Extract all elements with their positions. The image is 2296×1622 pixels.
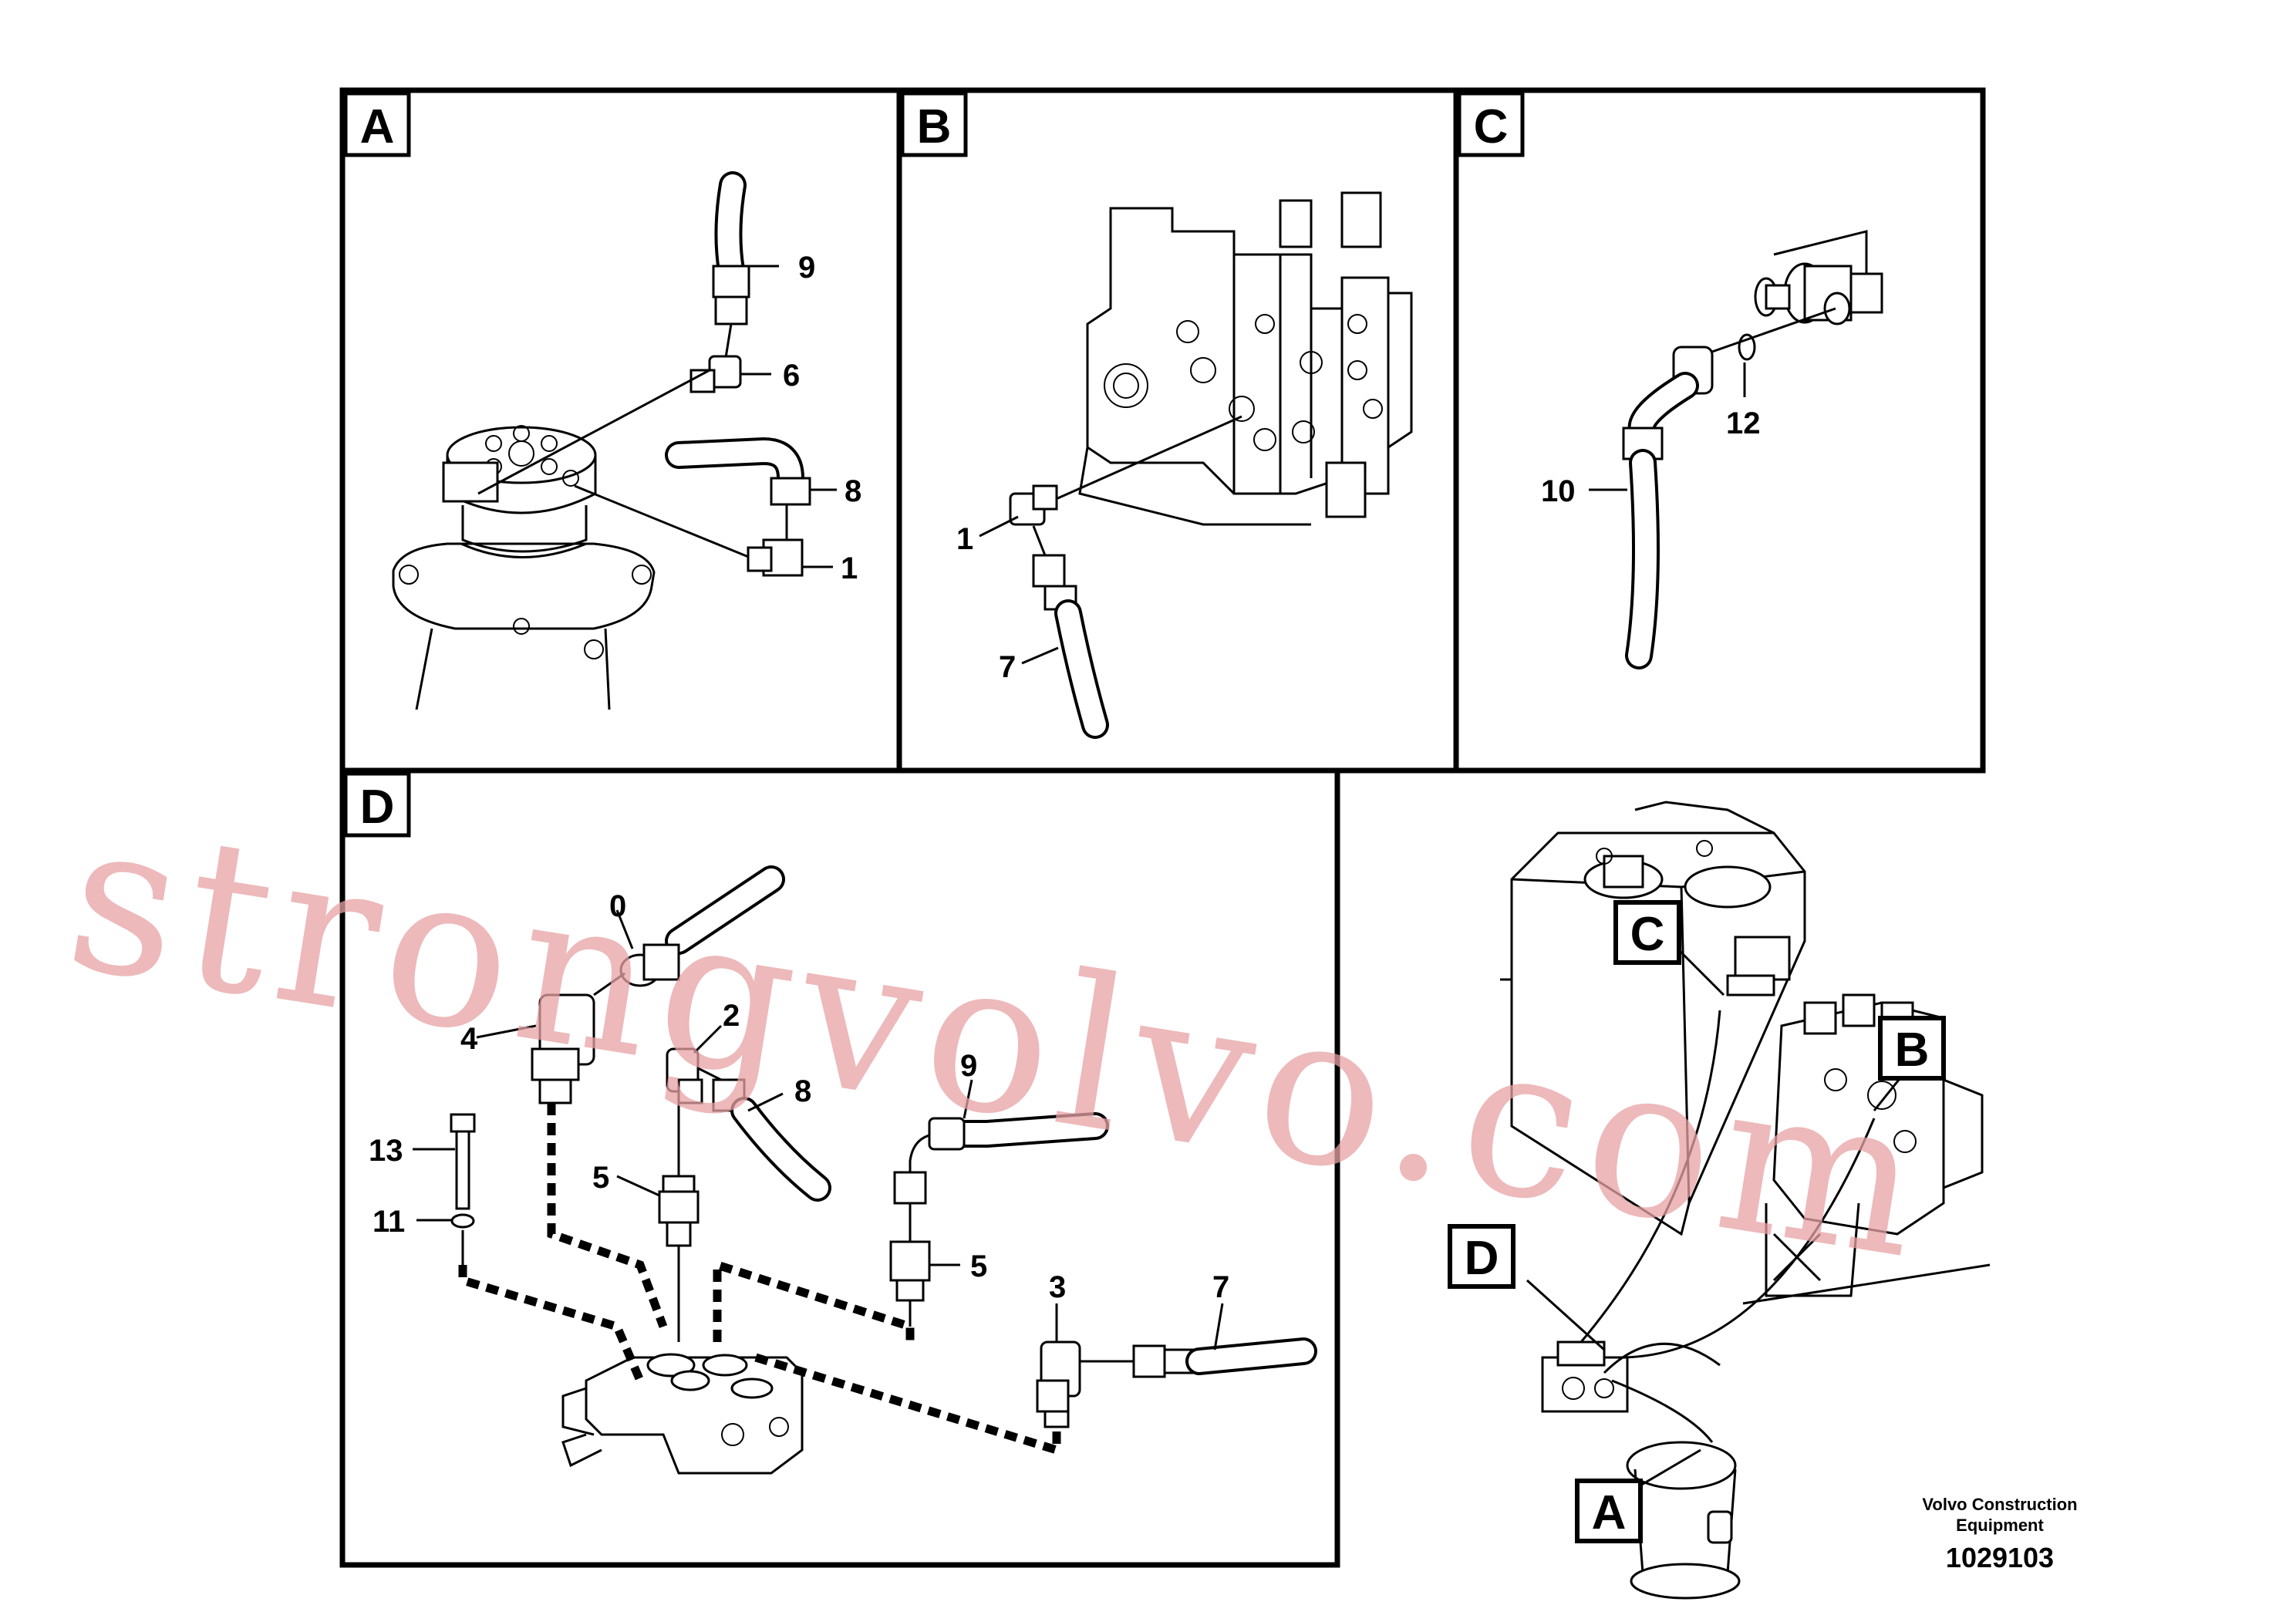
callout-d-0: 0 (609, 889, 626, 923)
svg-text:B: B (1895, 1023, 1930, 1077)
callout-d-5-right: 5 (970, 1249, 987, 1283)
company-name-line2: Equipment (1956, 1516, 2044, 1535)
callout-d-5-left: 5 (592, 1161, 609, 1195)
panel-c-drawing (1589, 230, 1883, 669)
callout-b-1: 1 (956, 522, 973, 556)
callout-d-7: 7 (1212, 1270, 1229, 1304)
callout-d-2: 2 (723, 999, 740, 1033)
callout-a-1: 1 (841, 551, 858, 585)
callout-a-8: 8 (845, 474, 861, 508)
panel-label-b: B (900, 91, 968, 157)
panel-b-drawing (979, 191, 1413, 739)
svg-text:A: A (1592, 1486, 1627, 1539)
callout-b-7: 7 (999, 650, 1016, 684)
callout-d-11: 11 (373, 1205, 405, 1239)
overview-tag-a: A (1575, 1479, 1643, 1543)
callout-a-9: 9 (798, 251, 815, 285)
overview-tag-b: B (1878, 1016, 1946, 1081)
panel-frames (339, 87, 1986, 1568)
callout-d-9: 9 (960, 1049, 977, 1083)
panel-a-drawing (392, 171, 837, 710)
svg-text:C: C (1474, 100, 1509, 153)
callout-d-8: 8 (794, 1074, 811, 1108)
callout-c-10: 10 (1541, 474, 1576, 508)
svg-text:D: D (1465, 1232, 1499, 1285)
panel-d-drawing (413, 865, 1317, 1475)
callout-c-12: 12 (1726, 406, 1761, 440)
panel-label-d: D (343, 771, 411, 838)
svg-text:A: A (360, 100, 395, 153)
callout-d-13: 13 (369, 1134, 403, 1168)
company-name-line1: Volvo Construction (1922, 1495, 2077, 1514)
overview-tag-c: C (1613, 900, 1681, 965)
panel-label-c: C (1457, 91, 1525, 157)
svg-text:C: C (1630, 908, 1665, 961)
callout-d-4: 4 (460, 1022, 478, 1056)
callout-a-6: 6 (783, 359, 800, 393)
svg-text:D: D (360, 781, 395, 834)
svg-text:B: B (917, 100, 952, 153)
overview-tag-d: D (1448, 1224, 1515, 1289)
callout-d-3: 3 (1049, 1270, 1066, 1304)
drawing-number: 1029103 (1946, 1542, 2054, 1573)
panel-label-a: A (343, 91, 411, 157)
watermark: strongvolvo.com (54, 773, 1945, 1307)
